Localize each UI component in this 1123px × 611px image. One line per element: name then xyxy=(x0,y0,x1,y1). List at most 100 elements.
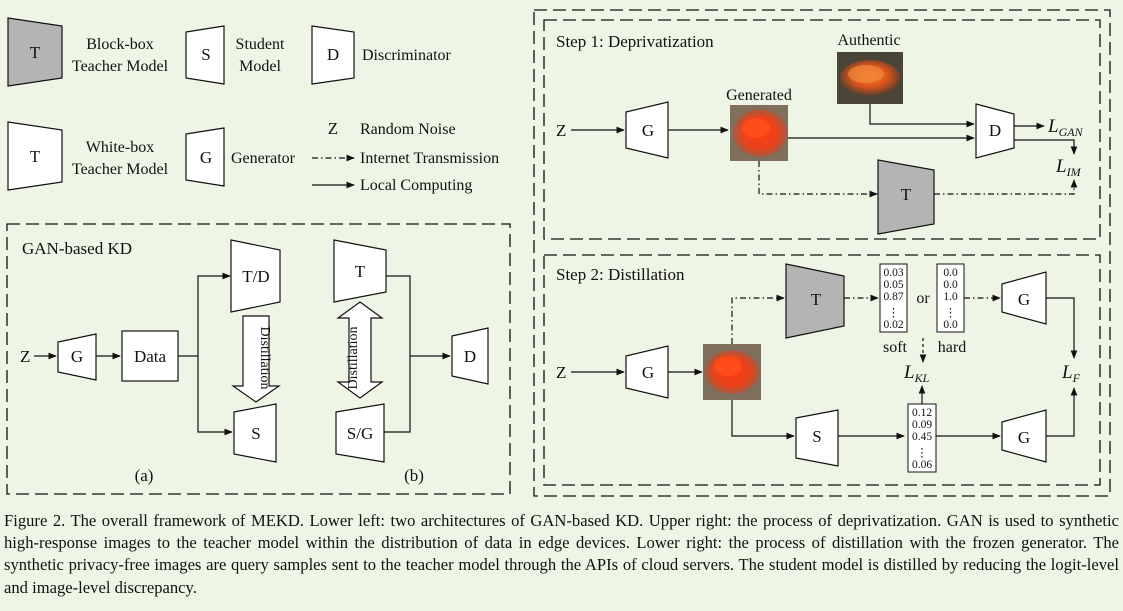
step2-g-letter: G xyxy=(642,363,654,382)
step1-panel: Step 1: Deprivatization Authentic Genera… xyxy=(543,19,1101,240)
step2-teacher xyxy=(785,263,845,339)
generator-letter: G xyxy=(200,148,212,167)
step2-generator-top xyxy=(1001,271,1047,325)
loss-gan: LGAN xyxy=(1047,116,1084,139)
gan-kd-s-label-a: S xyxy=(251,424,260,443)
step2-g-bottom-letter: G xyxy=(1018,428,1030,447)
z-symbol: Z xyxy=(328,119,338,138)
gan-kd-sg-shape-b xyxy=(335,403,385,463)
legend: T Block-box Teacher Model S Student Mode… xyxy=(7,17,499,194)
whitebox-teacher-shape xyxy=(7,121,63,191)
hard-val: 0.0 xyxy=(943,319,958,331)
discriminator-text: Discriminator xyxy=(362,47,452,64)
distillation-arrow-b xyxy=(336,301,384,399)
step1-z: Z xyxy=(556,121,566,140)
soft-val: 0.05 xyxy=(883,279,903,291)
gan-kd-g-letter: G xyxy=(71,347,83,366)
z-text: Random Noise xyxy=(360,121,456,138)
internet-text: Internet Transmission xyxy=(360,150,499,167)
authentic-image xyxy=(837,52,903,104)
student-text-1: Student xyxy=(236,36,285,53)
step1-d-letter: D xyxy=(989,121,1001,140)
hard-val: 0.0 xyxy=(943,267,958,279)
hard-vector xyxy=(936,263,965,333)
gan-kd-td-shape xyxy=(230,239,281,313)
step2-student xyxy=(795,409,839,467)
step2-z: Z xyxy=(556,363,566,382)
soft-val: 0.87 xyxy=(883,291,903,303)
step1-g-letter: G xyxy=(642,121,654,140)
whitebox-teacher-letter: T xyxy=(30,147,41,166)
discriminator-shape xyxy=(311,25,355,85)
student-vector xyxy=(907,403,937,473)
student-val: 0.45 xyxy=(912,431,932,443)
hard-val: 0.0 xyxy=(943,279,958,291)
step1-teacher xyxy=(877,159,935,235)
gan-kd-td-label: T/D xyxy=(242,267,269,286)
gan-kd-sg-label-b: S/G xyxy=(347,424,373,443)
gan-kd-data-box xyxy=(121,330,179,382)
gan-kd-z: Z xyxy=(20,347,30,366)
caption-b: (b) xyxy=(404,466,424,485)
loss-kl: LKL xyxy=(903,362,930,385)
student-val: 0.06 xyxy=(912,459,932,471)
or-label: or xyxy=(916,290,930,307)
step1-frame xyxy=(543,19,1101,240)
step2-generator xyxy=(625,345,669,399)
step2-s-letter: S xyxy=(812,427,821,446)
loss-im: LIM xyxy=(1055,156,1082,179)
student-letter: S xyxy=(201,45,210,64)
step1-title: Step 1: Deprivatization xyxy=(556,32,714,51)
generator-shape xyxy=(185,127,225,187)
distillation-arrow-a xyxy=(231,315,281,403)
soft-vector xyxy=(879,263,908,333)
figure-caption: Figure 2. The overall framework of MEKD.… xyxy=(4,511,1119,597)
soft-val: 0.03 xyxy=(883,267,903,279)
hard-val: ⋮ xyxy=(945,307,957,319)
gan-kd-d-shape-b xyxy=(451,327,489,385)
local-text: Local Computing xyxy=(360,177,472,194)
gan-kd-s-shape-a xyxy=(233,403,277,463)
right-outer-frame xyxy=(533,9,1111,497)
framework-diagram: T Block-box Teacher Model S Student Mode… xyxy=(6,9,1111,497)
gan-kd-data-label: Data xyxy=(134,347,167,366)
blackbox-teacher-letter: T xyxy=(30,43,41,62)
distillation-label-b: Distillation xyxy=(346,327,361,390)
gan-kd-title: GAN-based KD xyxy=(22,239,132,258)
distillation-label-a: Distillation xyxy=(257,327,272,390)
step2-frame xyxy=(543,254,1101,486)
generated-label-1: Generated xyxy=(726,87,792,104)
generated-image-2 xyxy=(703,344,761,400)
soft-val: 0.02 xyxy=(883,319,903,331)
step2-panel: Step 2: Distillation Z G T 0.03 0.05 0.8… xyxy=(543,254,1101,486)
blackbox-teacher-text-2: Teacher Model xyxy=(72,58,169,75)
step2-t-letter: T xyxy=(811,290,822,309)
discriminator-letter: D xyxy=(327,45,339,64)
generator-text: Generator xyxy=(231,150,296,167)
hard-val: 1.0 xyxy=(943,291,958,303)
gan-kd-t-label-b: T xyxy=(355,262,366,281)
blackbox-teacher-text-1: Block-box xyxy=(86,36,154,53)
hard-label: hard xyxy=(938,339,966,356)
step2-g-top-letter: G xyxy=(1018,290,1030,309)
gan-kd-t-shape-b xyxy=(333,239,387,303)
soft-label: soft xyxy=(883,339,908,356)
gan-kd-panel: GAN-based KD Z G Data T/D Distillation S… xyxy=(6,223,511,495)
student-text-2: Model xyxy=(239,58,281,75)
blackbox-teacher-shape xyxy=(7,17,63,87)
whitebox-teacher-text-2: Teacher Model xyxy=(72,161,169,178)
gan-kd-d-label-b: D xyxy=(464,347,476,366)
soft-val: ⋮ xyxy=(888,307,900,319)
student-shape xyxy=(185,25,225,85)
caption-a: (a) xyxy=(135,466,154,485)
step1-t-letter: T xyxy=(901,185,912,204)
student-val: ⋮ xyxy=(916,447,928,459)
gan-kd-frame xyxy=(6,223,511,495)
step2-title: Step 2: Distillation xyxy=(556,265,685,284)
student-val: 0.09 xyxy=(912,419,932,431)
loss-f: LF xyxy=(1061,362,1081,385)
step1-discriminator xyxy=(975,103,1015,159)
whitebox-teacher-text-1: White-box xyxy=(86,139,154,156)
authentic-label: Authentic xyxy=(837,32,900,49)
step2-generator-bottom xyxy=(1001,409,1047,463)
